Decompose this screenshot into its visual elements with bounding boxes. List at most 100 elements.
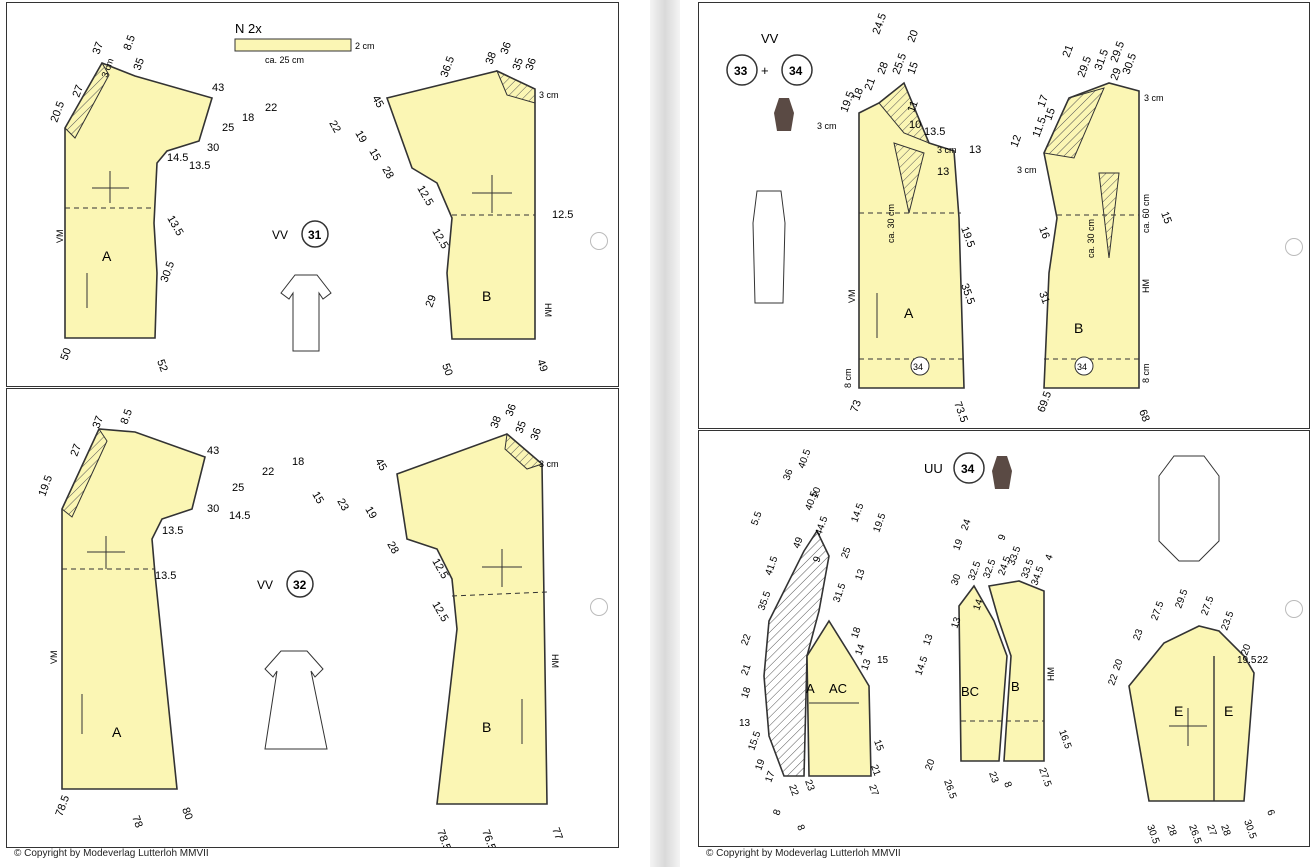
svg-text:29: 29	[1109, 66, 1124, 82]
svg-text:13: 13	[853, 567, 867, 582]
garment-sketch-sheath-dress	[752, 190, 786, 304]
pattern-vv32-svg: A VM B HM VV 32 19.5 27 37 8.5 43	[37, 402, 565, 847]
svg-text:24.5: 24.5	[871, 12, 890, 36]
svg-text:30.5: 30.5	[159, 260, 178, 284]
back-shoulder-hatch	[504, 433, 543, 470]
svg-text:35: 35	[132, 56, 147, 72]
piece-label-ac: AC	[829, 681, 847, 696]
back-center-label: HM	[1046, 667, 1056, 681]
front-cross-mark	[92, 171, 129, 203]
svg-text:36: 36	[524, 56, 539, 72]
svg-text:69.5: 69.5	[1036, 390, 1055, 414]
side-back-piece-bc	[958, 584, 1008, 762]
svg-text:20: 20	[1239, 642, 1253, 657]
svg-text:21: 21	[1061, 43, 1076, 59]
svg-text:14.5: 14.5	[167, 152, 188, 164]
svg-text:35: 35	[514, 419, 529, 435]
binder-hole	[1285, 238, 1303, 256]
marker-label: 34	[913, 362, 923, 372]
pattern-number: 34	[961, 462, 975, 476]
svg-text:3 cm: 3 cm	[1144, 93, 1164, 103]
svg-text:15.5: 15.5	[746, 730, 763, 752]
book-gutter	[650, 0, 680, 867]
svg-text:73.5: 73.5	[951, 400, 970, 424]
dress-form-icon	[992, 456, 1012, 489]
svg-text:28: 28	[1218, 823, 1232, 838]
front-piece-a	[61, 428, 206, 790]
sleeve-cross-mark	[1169, 708, 1207, 746]
svg-text:8.5: 8.5	[122, 34, 139, 52]
svg-text:77: 77	[549, 826, 564, 842]
pattern-number-circle	[301, 220, 329, 248]
svg-text:13.5: 13.5	[164, 214, 185, 239]
svg-text:23: 23	[1131, 627, 1145, 642]
svg-text:19.5: 19.5	[958, 225, 977, 249]
binder-hole	[590, 232, 608, 250]
front-piece-label: A	[102, 248, 112, 264]
svg-text:4: 4	[1043, 553, 1055, 562]
svg-text:27: 27	[71, 83, 86, 99]
svg-text:9: 9	[996, 533, 1008, 542]
svg-text:22: 22	[739, 632, 753, 647]
svg-text:6: 6	[1264, 808, 1276, 817]
pattern-number-circle	[726, 54, 758, 86]
back-piece-label: B	[482, 719, 491, 735]
binder-hole	[590, 598, 608, 616]
svg-text:25: 25	[839, 545, 853, 560]
svg-text:27: 27	[1204, 823, 1218, 838]
svg-text:23.5: 23.5	[1219, 610, 1236, 632]
svg-text:13.5: 13.5	[924, 126, 945, 138]
front-armhole-hatch	[878, 82, 930, 144]
pattern-vv33-svg: VV 33 + 34 A VM ca. 30 cm 34 8 cm	[726, 12, 1174, 424]
svg-text:12.5: 12.5	[414, 184, 435, 209]
svg-text:21: 21	[863, 76, 878, 92]
svg-text:36: 36	[499, 40, 514, 56]
svg-text:19: 19	[352, 129, 369, 146]
pattern-code: VV	[272, 228, 288, 242]
marker-circle	[1074, 356, 1094, 376]
fold-label: VM	[55, 230, 65, 244]
svg-text:29: 29	[424, 293, 439, 309]
svg-text:12.5: 12.5	[429, 227, 450, 252]
svg-text:19.5: 19.5	[37, 474, 56, 498]
dress-form-icon	[774, 98, 794, 131]
svg-text:15: 15	[1158, 210, 1173, 226]
svg-text:50: 50	[59, 346, 74, 362]
svg-text:15: 15	[366, 147, 383, 164]
pattern-panel-vv33: VV 33 + 34 A VM ca. 30 cm 34 8 cm	[698, 2, 1310, 429]
svg-text:5.5: 5.5	[749, 510, 764, 527]
front-piece-label: A	[904, 305, 914, 321]
svg-text:15: 15	[877, 655, 889, 666]
hem-label-front: 8 cm	[843, 368, 853, 388]
svg-text:12.5: 12.5	[552, 209, 573, 221]
svg-text:44.5: 44.5	[813, 515, 830, 537]
binder-hole	[1285, 600, 1303, 618]
left-page: N 2x 2 cm ca. 25 cm A VM B HM VV	[0, 0, 650, 867]
svg-text:20: 20	[906, 28, 921, 44]
fold-label: VM	[847, 290, 857, 304]
svg-text:13: 13	[949, 615, 963, 630]
front-piece-a	[64, 62, 214, 339]
front-cross-mark	[87, 536, 125, 569]
svg-text:80: 80	[179, 806, 194, 822]
svg-text:8.5: 8.5	[119, 408, 136, 426]
front-measurements: 19.5 27 37 8.5 43 25 22 18 30 14.5 13.5 …	[37, 408, 305, 830]
svg-text:20: 20	[923, 757, 937, 772]
svg-text:18: 18	[242, 112, 254, 124]
pattern-number: 34	[789, 64, 803, 78]
svg-text:20: 20	[1111, 657, 1125, 672]
svg-text:13.5: 13.5	[162, 525, 183, 537]
pattern-panel-vv31: N 2x 2 cm ca. 25 cm A VM B HM VV	[6, 2, 619, 387]
pattern-number-circle	[286, 570, 314, 598]
marker-label: 34	[1077, 362, 1087, 372]
svg-text:36: 36	[504, 402, 519, 418]
svg-text:16.5: 16.5	[1056, 728, 1073, 750]
back-center-label: HM	[1141, 279, 1151, 293]
svg-text:8: 8	[1001, 780, 1013, 789]
svg-text:12: 12	[1009, 133, 1024, 149]
svg-text:18: 18	[849, 625, 863, 640]
svg-text:38: 38	[484, 50, 499, 66]
back-waist-line	[451, 591, 548, 597]
svg-text:13.5: 13.5	[189, 160, 210, 172]
svg-text:78.5: 78.5	[54, 794, 73, 818]
